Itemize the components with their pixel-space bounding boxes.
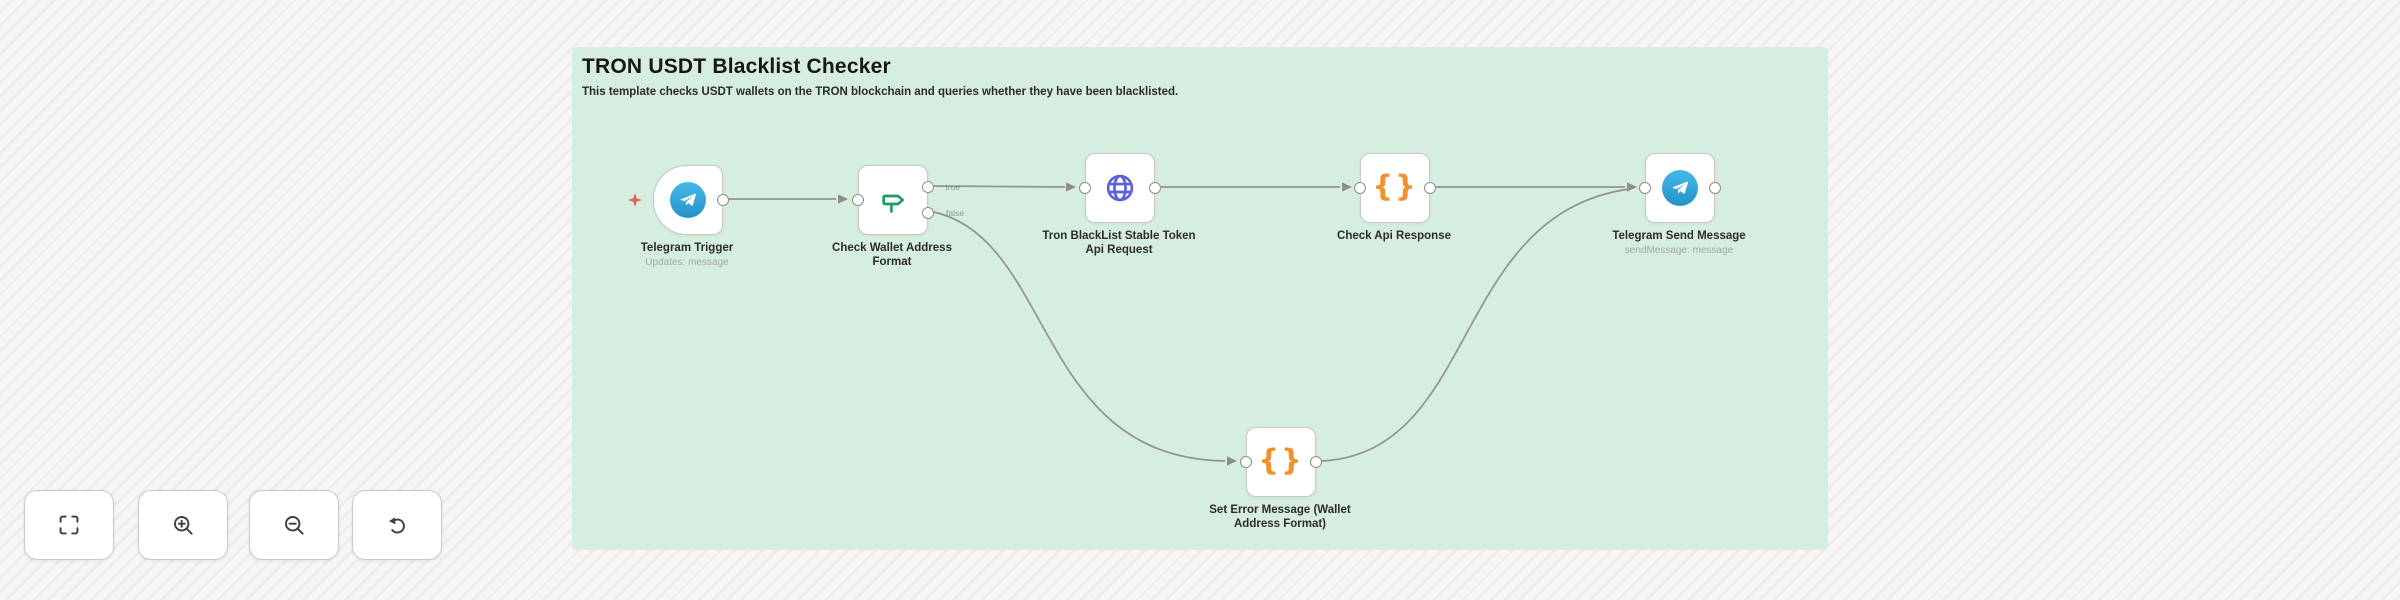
- input-port[interactable]: [1079, 182, 1091, 194]
- node-caption: Tron BlackList Stable Token Api Request: [1042, 229, 1197, 258]
- fit-view-button[interactable]: [24, 490, 114, 560]
- node-check-wallet-wrapper: true false Check Wallet Address Format: [832, 165, 964, 268]
- telegram-icon: [670, 182, 706, 218]
- fit-view-icon: [59, 515, 79, 535]
- node-telegram-trigger[interactable]: [628, 165, 729, 235]
- node-caption: Telegram Trigger Updates: message: [602, 241, 772, 268]
- template-title: TRON USDT Blacklist Checker: [582, 55, 891, 78]
- zoom-in-icon: [174, 516, 193, 535]
- output-port[interactable]: [717, 194, 729, 206]
- node-caption: Set Error Message (Wallet Address Format…: [1198, 503, 1363, 532]
- node-label: Tron BlackList Stable Token Api Request: [1042, 230, 1196, 257]
- zoom-out-icon: [285, 516, 304, 535]
- if-signpost-icon: [882, 194, 904, 213]
- node-sublabel: Updates: message: [645, 257, 729, 269]
- trigger-sparkle-icon: [628, 193, 642, 207]
- node-label: Telegram Send Message: [1612, 230, 1746, 242]
- undo-button[interactable]: [352, 490, 442, 560]
- input-port[interactable]: [1240, 456, 1252, 468]
- braces-icon: {}: [1258, 443, 1304, 477]
- node-caption: Telegram Send Message sendMessage: messa…: [1594, 229, 1764, 256]
- node-label: Telegram Trigger: [640, 242, 734, 254]
- template-description: This template checks USDT wallets on the…: [582, 86, 1179, 98]
- output-port-true[interactable]: [922, 181, 934, 193]
- input-port[interactable]: [852, 194, 864, 206]
- zoom-in-button[interactable]: [138, 490, 228, 560]
- node-tron-blacklist-api-request[interactable]: [1079, 153, 1161, 223]
- input-port[interactable]: [1639, 182, 1651, 194]
- template-panel: TRON USDT Blacklist Checker This templat…: [572, 47, 1828, 550]
- braces-icon: {}: [1372, 169, 1418, 203]
- node-check-wallet-address-format[interactable]: true false: [852, 165, 964, 235]
- node-tron-api-wrapper: Tron BlackList Stable Token Api Request: [1042, 153, 1196, 256]
- canvas-controls: [24, 490, 454, 560]
- telegram-icon: [1662, 170, 1698, 206]
- node-telegram-send-wrapper: Telegram Send Message sendMessage: messa…: [1612, 153, 1746, 256]
- node-telegram-send-message[interactable]: [1639, 153, 1721, 223]
- output-port[interactable]: [1310, 456, 1322, 468]
- node-set-error-wrapper: {} Set Error Message (Wallet Address For…: [1209, 427, 1351, 530]
- node-check-api-response[interactable]: {}: [1354, 153, 1436, 223]
- output-port[interactable]: [1709, 182, 1721, 194]
- node-caption: Check Wallet Address Format: [817, 241, 967, 270]
- input-port[interactable]: [1354, 182, 1366, 194]
- node-telegram-trigger-wrapper: Telegram Trigger Updates: message: [628, 165, 733, 268]
- node-label: Check Api Response: [1337, 230, 1451, 242]
- output-port[interactable]: [1149, 182, 1161, 194]
- undo-icon: [388, 517, 405, 534]
- node-check-api-wrapper: {} Check Api Response: [1337, 153, 1451, 242]
- node-label: Set Error Message (Wallet Address Format…: [1209, 504, 1351, 531]
- node-sublabel: sendMessage: message: [1624, 245, 1734, 257]
- output-label-true: true: [945, 182, 960, 192]
- output-port-false[interactable]: [922, 207, 934, 219]
- node-label: Check Wallet Address Format: [832, 242, 952, 269]
- output-label-false: false: [946, 208, 964, 218]
- node-set-error-message[interactable]: {}: [1240, 427, 1322, 497]
- node-caption: Check Api Response: [1309, 229, 1479, 243]
- output-port[interactable]: [1424, 182, 1436, 194]
- globe-icon: [1106, 174, 1134, 202]
- zoom-out-button[interactable]: [249, 490, 339, 560]
